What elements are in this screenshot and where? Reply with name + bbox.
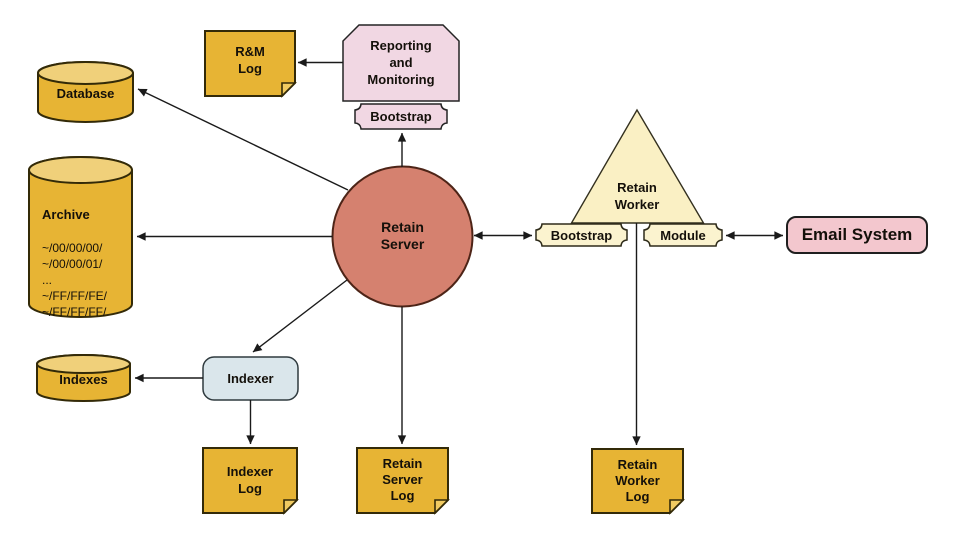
worker-bootstrap-label: Bootstrap — [550, 228, 613, 243]
database-cylinder-top — [37, 61, 134, 85]
arrow-server-to-database — [137, 88, 349, 191]
reporting-bootstrap-label: Bootstrap — [370, 109, 432, 124]
database-label: Database — [56, 86, 115, 101]
worker-module-plaque — [643, 223, 723, 247]
archive-cylinder — [28, 156, 133, 318]
rm-log-note — [204, 30, 297, 98]
rm-log-label: R&M Log — [235, 44, 265, 76]
retain-worker-log-note-fold — [669, 499, 685, 515]
archive-title: Archive — [42, 207, 90, 222]
email-system-label: Email System — [801, 225, 913, 244]
indexer-log-note — [202, 447, 299, 515]
rm-log-note-fold — [281, 82, 297, 98]
reporting-monitoring-label: Reporting and Monitoring — [367, 38, 435, 87]
retain-worker-label: Retain Worker — [614, 180, 660, 212]
retain-worker-log-note — [591, 448, 685, 515]
worker-module-label: Module — [660, 228, 706, 243]
archive-cylinder-top — [28, 156, 133, 184]
arrow-server-to-indexer — [252, 279, 348, 353]
database-cylinder — [37, 61, 134, 123]
indexer-log-label: Indexer Log — [226, 464, 274, 496]
indexes-cylinder — [36, 354, 131, 402]
reporting-bootstrap-plaque — [354, 103, 448, 130]
indexes-cylinder-top — [36, 354, 131, 374]
archive-path-list: ~/00/00/00/ ~/00/00/01/ ... ~/FF/FF/FE/ … — [42, 241, 107, 319]
indexer-label: Indexer — [227, 371, 274, 386]
archive-label: Archive ~/00/00/00/ ~/00/00/01/ ... ~/FF… — [42, 190, 130, 337]
retain-worker-triangle — [570, 108, 705, 224]
retain-server-log-note-fold — [434, 499, 450, 515]
retain-worker-log-label: Retain Worker Log — [615, 457, 660, 504]
reporting-monitoring-shape — [342, 24, 460, 102]
indexer-log-note-fold — [283, 499, 299, 515]
retain-server-label: Retain Server — [380, 219, 425, 252]
email-system-box — [786, 216, 928, 254]
retain-server-log-label: Retain Server Log — [382, 456, 423, 503]
indexes-label: Indexes — [59, 372, 108, 387]
worker-bootstrap-plaque — [535, 223, 628, 247]
retain-server-log-note — [356, 447, 450, 515]
